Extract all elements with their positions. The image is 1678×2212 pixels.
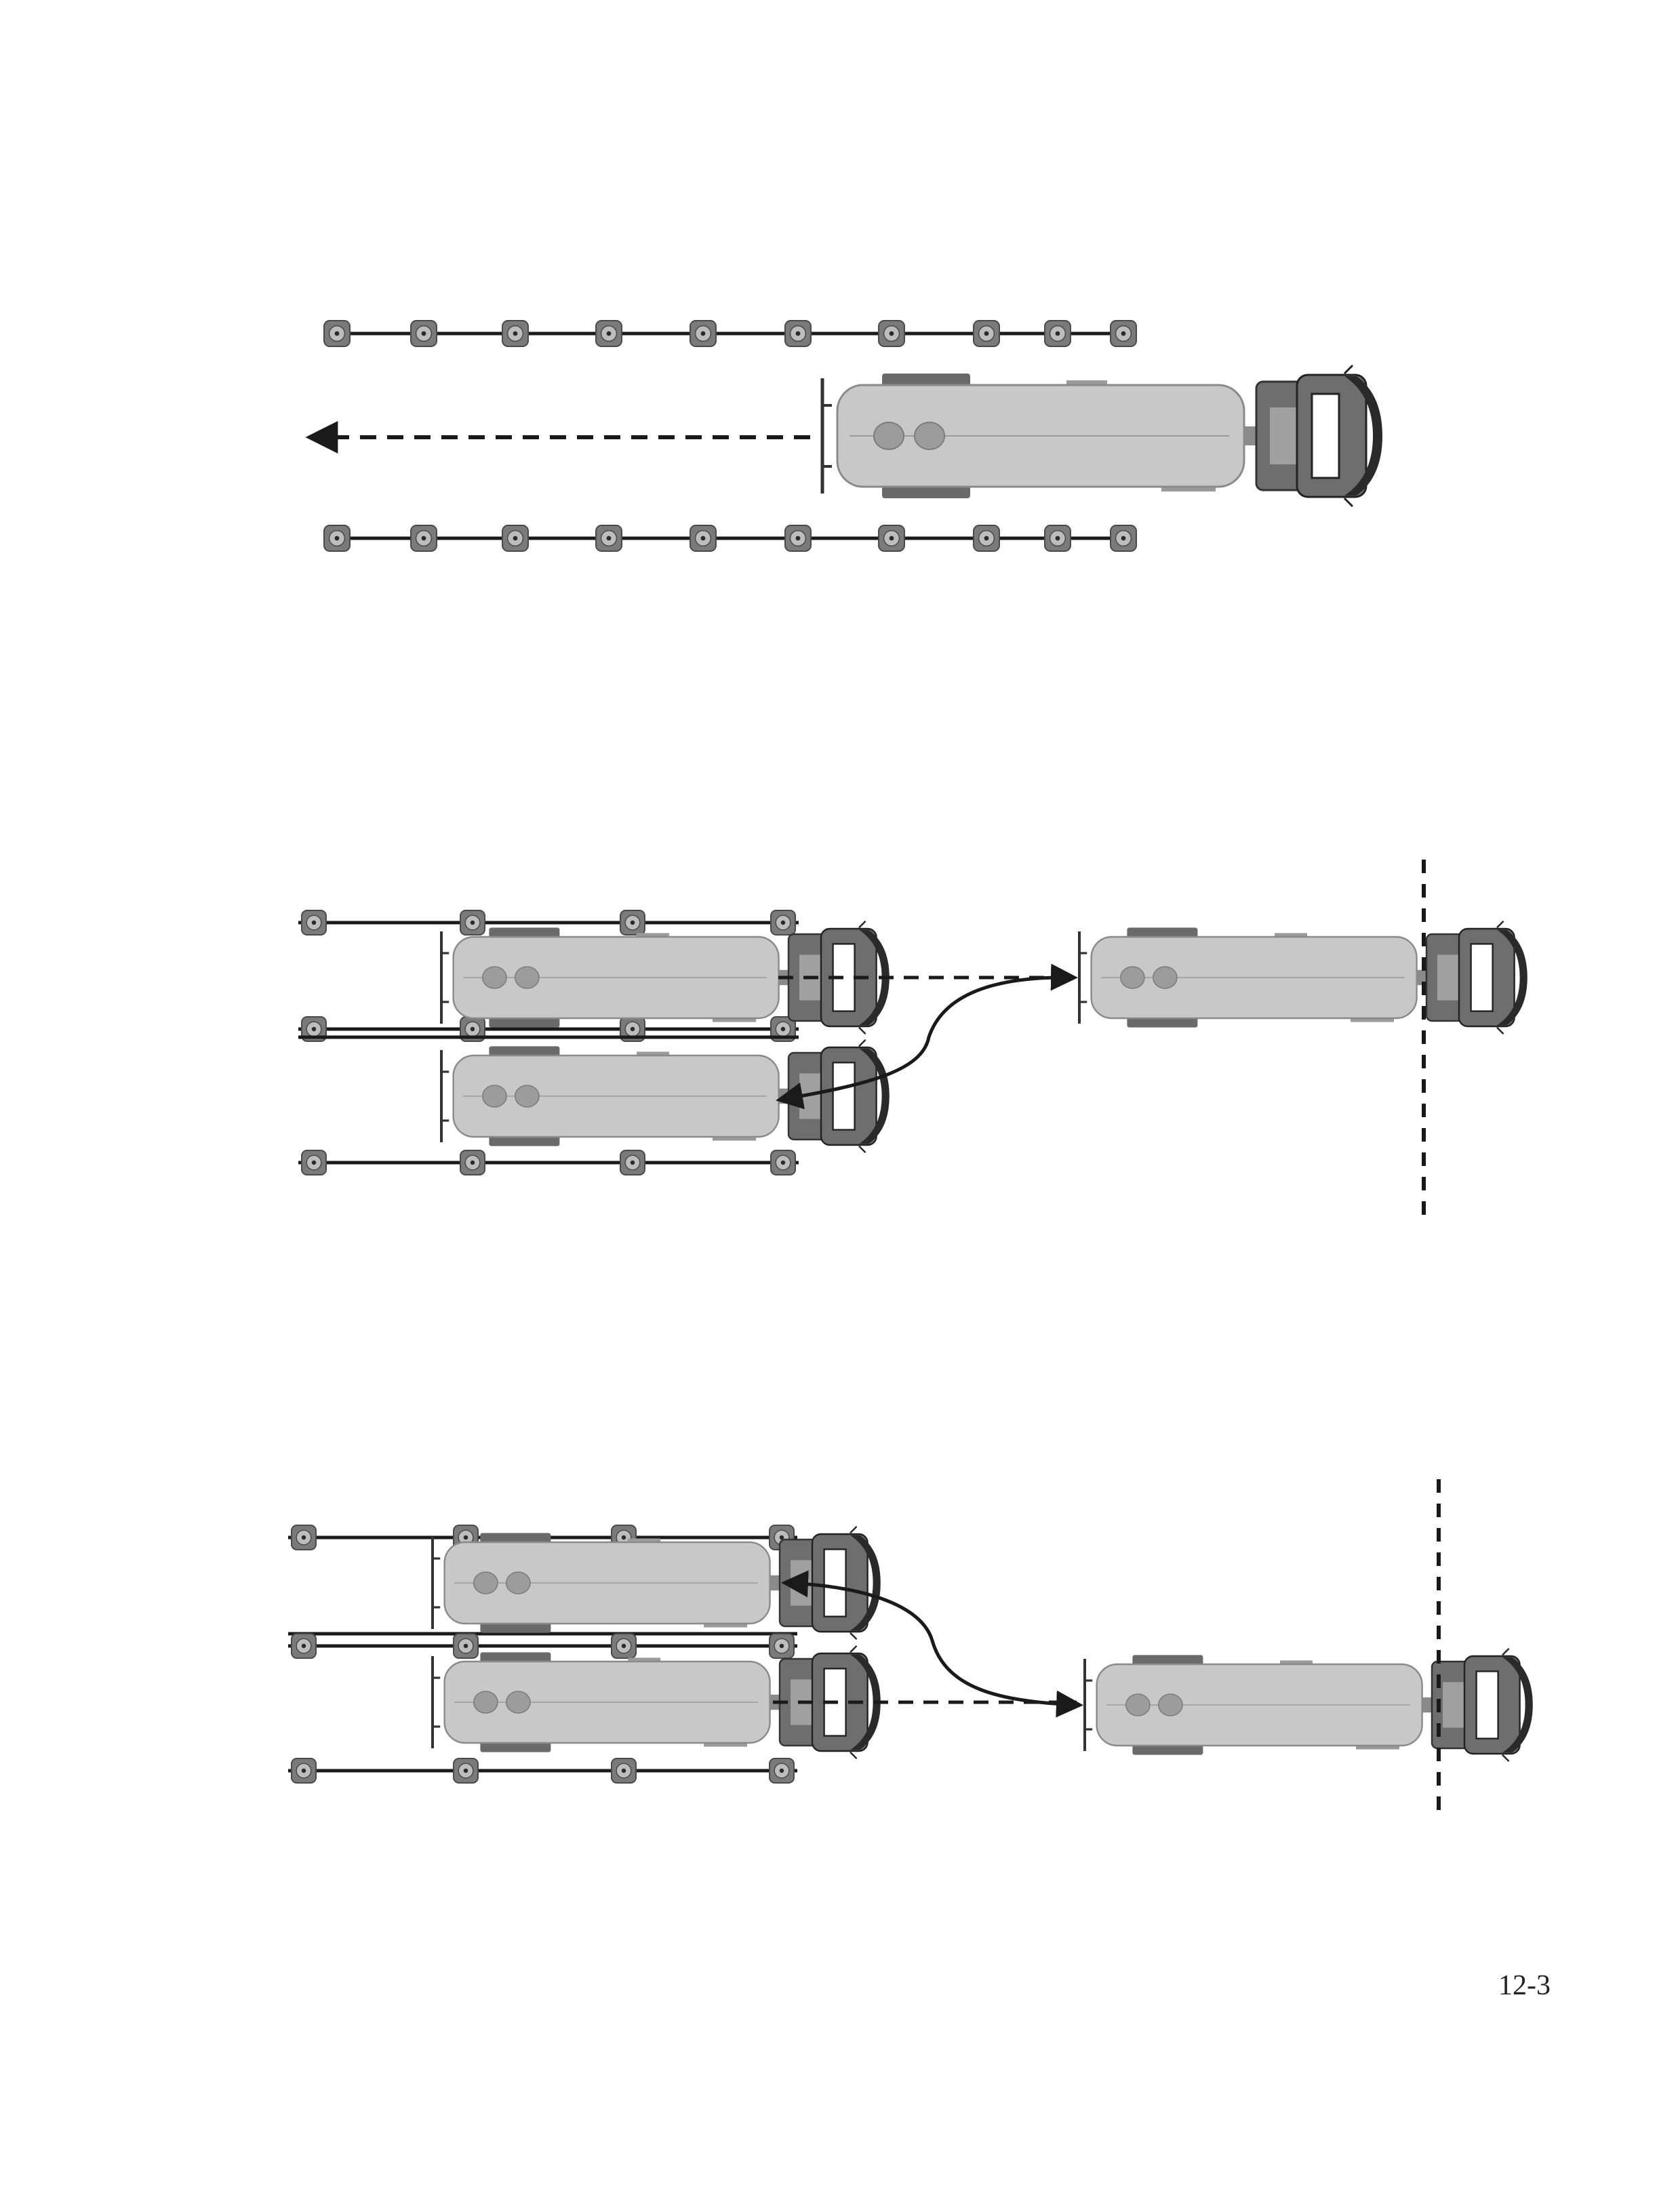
hatch [482, 1085, 507, 1108]
lane-marker [620, 1150, 645, 1175]
lane-marker [784, 525, 812, 552]
lane-marker [301, 910, 327, 936]
lane-marker [453, 1633, 479, 1659]
hatch [473, 1691, 498, 1714]
lane-marker [784, 320, 812, 347]
hatch [1125, 1693, 1151, 1716]
path-curve [776, 963, 1078, 1110]
lane-marker [769, 1758, 795, 1784]
hatch [473, 1571, 498, 1594]
lane-marker [973, 525, 1000, 552]
lane-marker [878, 525, 905, 552]
lane-marker [460, 1016, 485, 1042]
figure-offset-back-upper-bay [288, 1479, 1533, 1820]
cab-engine [1443, 1682, 1464, 1728]
lane-marker [690, 525, 717, 552]
lane-marker [502, 320, 529, 347]
cab-windshield [832, 1062, 856, 1131]
mirror [1343, 497, 1354, 508]
mirror [850, 1632, 858, 1641]
hatch [482, 966, 507, 989]
hatch [506, 1691, 531, 1714]
tanker-truck [431, 1645, 881, 1760]
mirror [858, 920, 866, 929]
cab-front [1502, 1657, 1533, 1753]
lane-marker [323, 320, 351, 347]
tanker-truck [1083, 1647, 1533, 1763]
mirror [858, 1026, 866, 1035]
lane-marker [323, 525, 351, 552]
lane-marker [460, 1150, 485, 1175]
tanker-truck [431, 1525, 881, 1641]
hatch [1120, 966, 1145, 989]
hatch [515, 1085, 540, 1108]
lane-marker [1110, 320, 1137, 347]
mirror [1502, 1647, 1510, 1656]
lane-marker [690, 320, 717, 347]
figure-offset-back-lower-bay [298, 860, 1527, 1226]
lane-marker [878, 320, 905, 347]
lane-marker [410, 525, 437, 552]
lane-marker [620, 910, 645, 936]
mirror [1496, 920, 1504, 929]
lane-marker [291, 1633, 317, 1659]
lane-marker [770, 910, 796, 936]
lane-marker [611, 1633, 637, 1659]
path-curve [781, 1570, 1083, 1718]
lane-row-3 [298, 1150, 799, 1175]
mirror [1343, 364, 1354, 375]
lane-marker [291, 1525, 317, 1550]
mirror [850, 1751, 858, 1760]
lane-marker [1110, 525, 1137, 552]
cab-front [1344, 376, 1382, 496]
lane-marker [502, 525, 529, 552]
lane-row-top [323, 320, 1137, 347]
tanker-truck [1077, 920, 1527, 1035]
mirror [1496, 1026, 1504, 1035]
lane-marker [1044, 320, 1071, 347]
lane-marker [973, 320, 1000, 347]
lane-marker [460, 910, 485, 936]
cab-windshield [1475, 1670, 1499, 1740]
cab-windshield [1311, 393, 1340, 479]
mirror [858, 1145, 866, 1154]
page-number: 12-3 [1498, 1970, 1551, 2001]
lane-row-1 [298, 910, 799, 936]
lane-marker [410, 320, 437, 347]
cab-windshield [823, 1548, 847, 1617]
mirror [850, 1645, 858, 1653]
lane-row-3 [288, 1758, 797, 1784]
mirror [1502, 1754, 1510, 1763]
hatch [873, 422, 904, 450]
lane-marker [301, 1150, 327, 1175]
lane-marker [770, 1150, 796, 1175]
tanker-truck [439, 920, 890, 1035]
tanker-truck [820, 364, 1382, 508]
mirror [858, 1039, 866, 1047]
hatch [1153, 966, 1178, 989]
cab-windshield [1470, 943, 1494, 1012]
figure-straight-back-in [305, 320, 1382, 552]
lane-row-bottom [323, 525, 1137, 552]
hatch [1158, 1693, 1183, 1716]
lane-marker [595, 525, 622, 552]
tanker-truck [439, 1039, 890, 1154]
lane-marker [301, 1016, 327, 1042]
mirror [850, 1525, 858, 1534]
hatch [506, 1571, 531, 1594]
cab-engine [1270, 407, 1297, 464]
lane-marker [1044, 525, 1071, 552]
cab-engine [1437, 954, 1459, 1001]
lane-marker [291, 1758, 317, 1784]
hatch [515, 966, 540, 989]
hatch [914, 422, 945, 450]
lane-marker [453, 1758, 479, 1784]
lane-marker [595, 320, 622, 347]
cab-front [1497, 929, 1527, 1026]
lane-marker [611, 1758, 637, 1784]
lane-marker [769, 1633, 795, 1659]
